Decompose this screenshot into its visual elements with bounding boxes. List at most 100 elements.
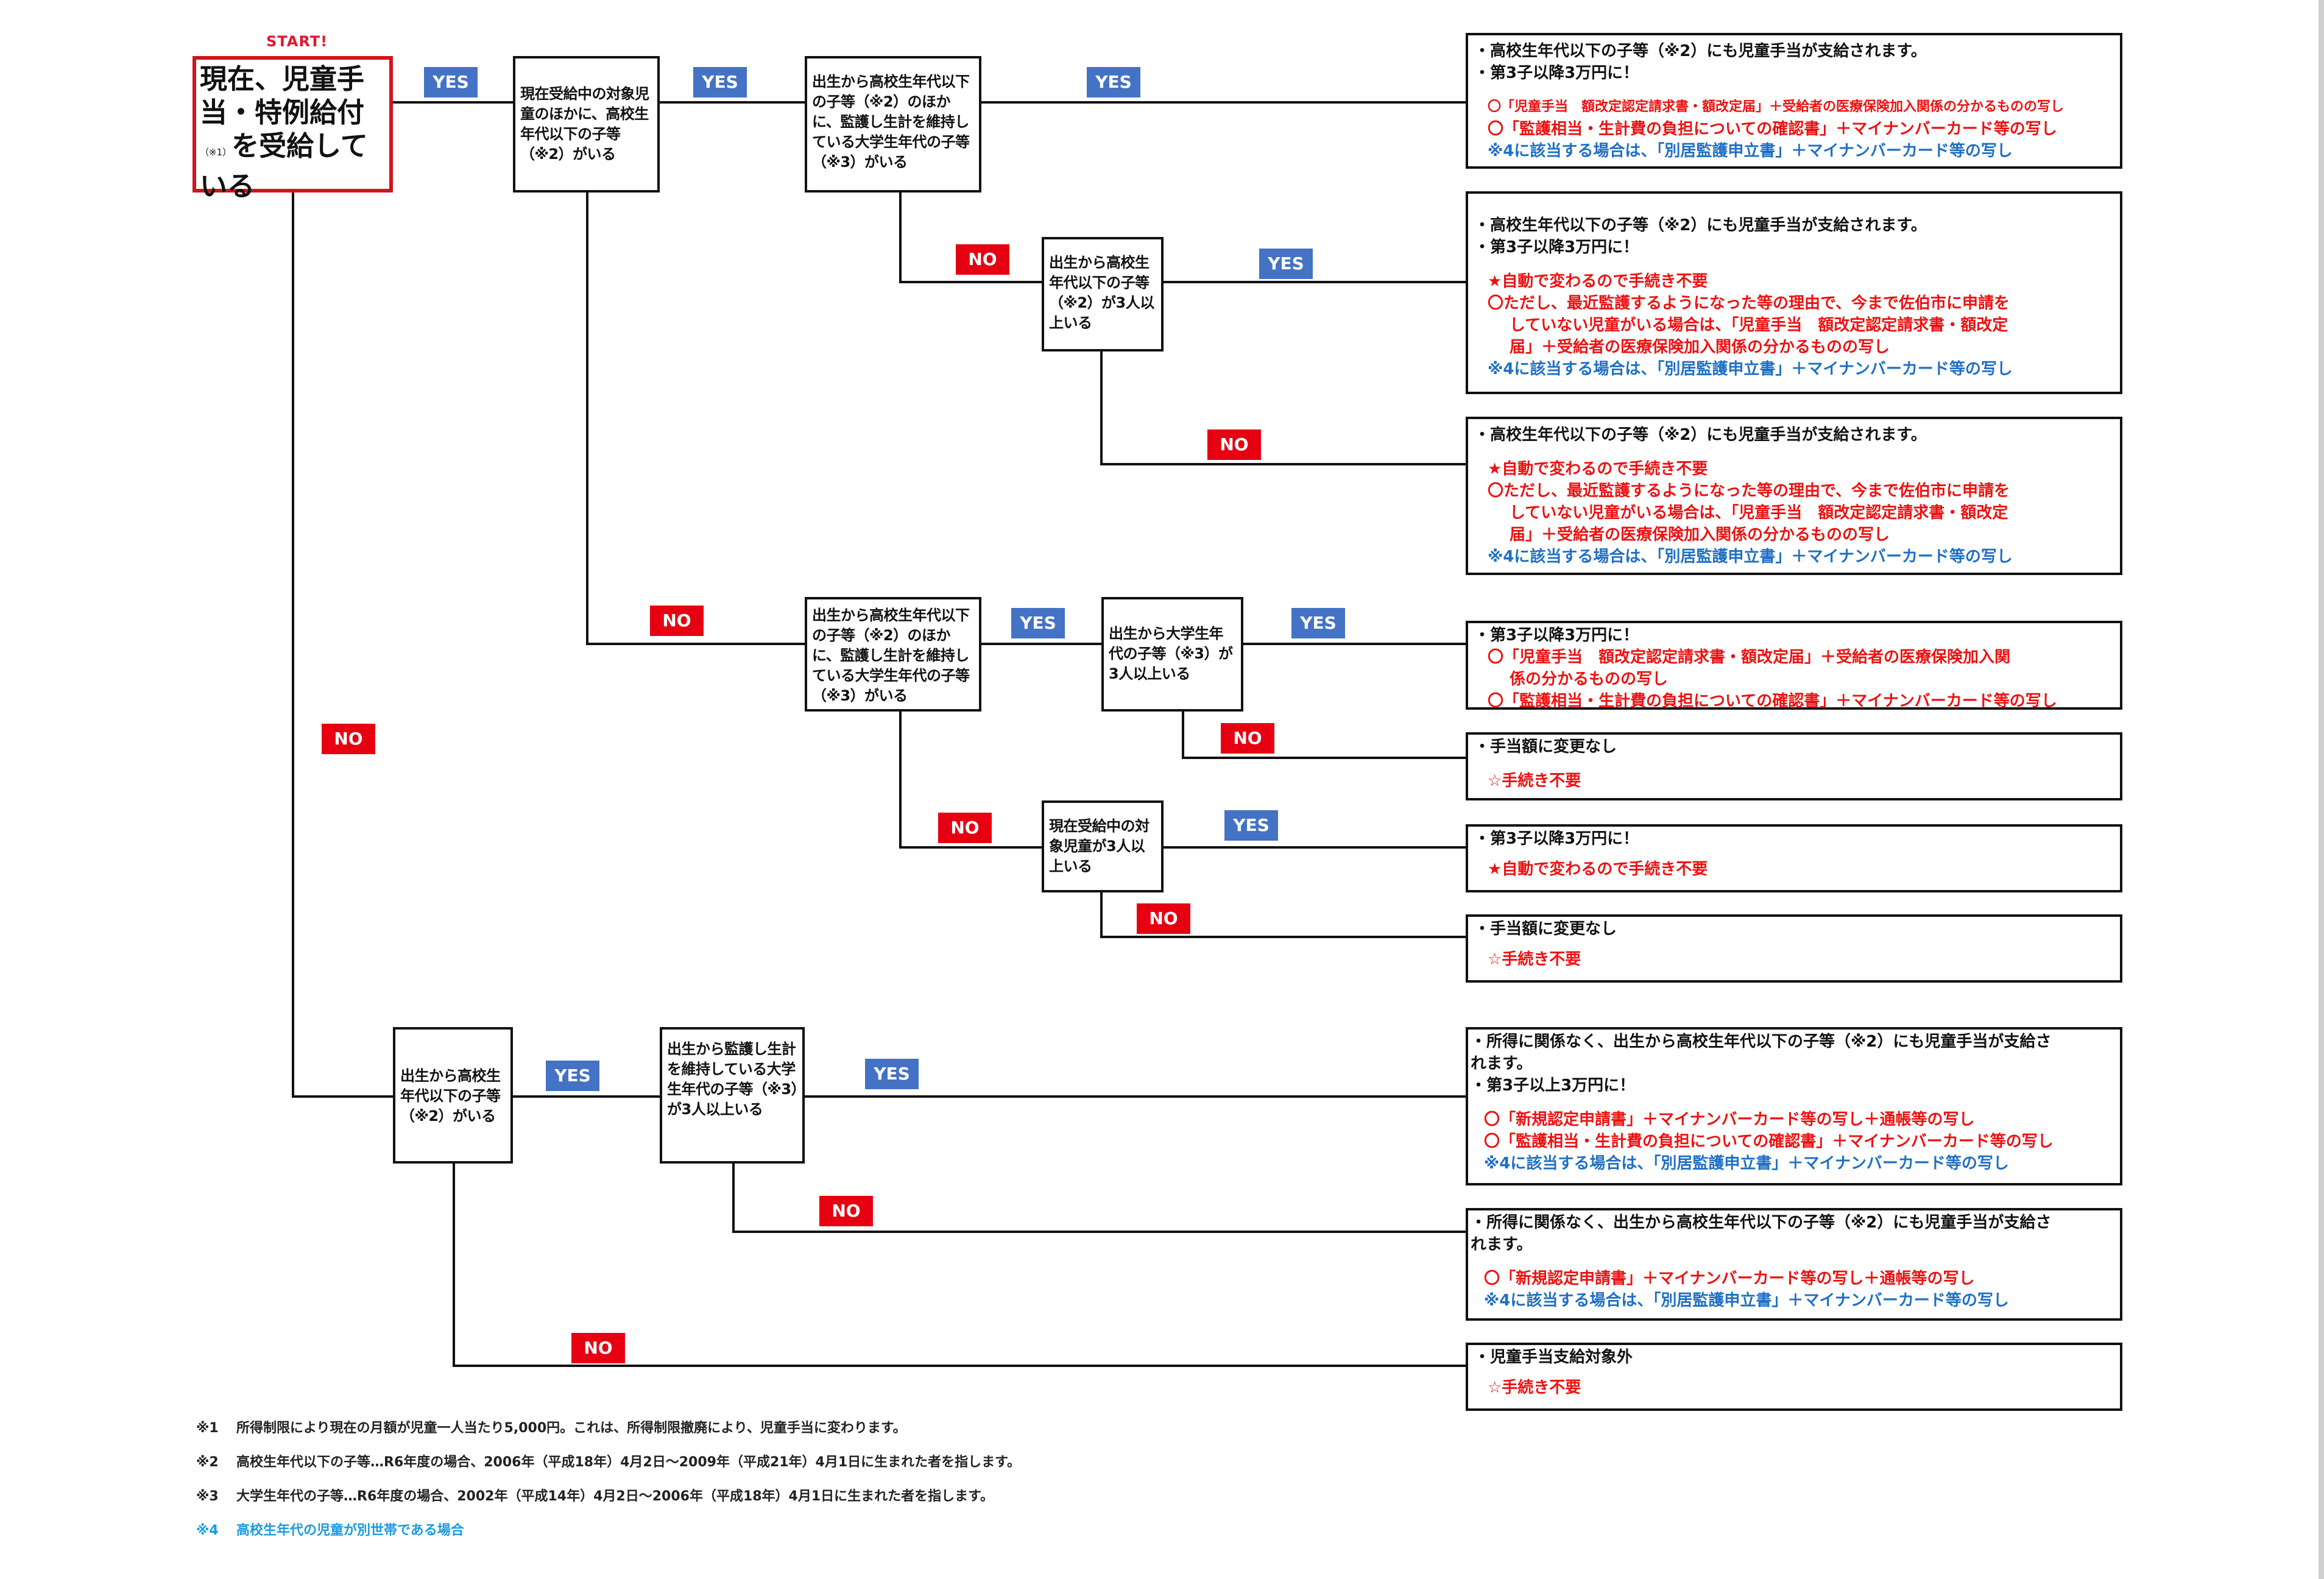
footnote-mark: ※3 xyxy=(196,1489,219,1504)
required-doc: していない児童がいる場合は、「児童手当 額改定認定請求書・額改定 xyxy=(1510,504,2008,522)
connector xyxy=(1100,936,1466,938)
yes-label: YES xyxy=(424,67,478,97)
required-doc: 〇「監護相当・生計費の負担についての確認書」＋マイナンバーカード等の写し xyxy=(1484,1132,2054,1151)
required-doc: 届」＋受給者の医療保険加入関係の分かるものの写し xyxy=(1510,338,1890,356)
yes-label: YES xyxy=(546,1061,599,1091)
result-box-9: ・所得に関係なく、出生から高校生年代以下の子等（※2）にも児童手当が支給さ れま… xyxy=(1466,1208,2122,1321)
result-line: れます。 xyxy=(1471,1054,1533,1073)
no-label: NO xyxy=(1137,903,1190,934)
connector xyxy=(292,193,294,1098)
result-box-8: ・所得に関係なく、出生から高校生年代以下の子等（※2）にも児童手当が支給さ れま… xyxy=(1466,1027,2122,1185)
decision-box-d[interactable]: 出生から高校生年代以下の子等（※2）が3人以上いる xyxy=(1042,237,1164,351)
result-line: ・手当額に変更なし xyxy=(1474,920,1617,938)
connector xyxy=(586,193,588,645)
connector xyxy=(899,193,902,282)
note-4: ※4に該当する場合は、「別居監護申立書」＋マイナンバーカード等の写し xyxy=(1484,1291,2009,1310)
decision-text: 現在受給中の対象児童のほかに、高校生年代以下の子等（※2）がいる xyxy=(520,85,649,163)
connector xyxy=(805,1095,1466,1098)
start-label: START! xyxy=(266,33,328,50)
decision-box-g[interactable]: 現在受給中の対象児童が3人以上いる xyxy=(1042,800,1164,892)
decision-text: 出生から高校生年代以下の子等（※2）のほかに、監護し生計を維持している大学生年代… xyxy=(812,73,970,171)
connector xyxy=(393,101,513,104)
no-label: NO xyxy=(956,244,1009,275)
required-doc: 届」＋受給者の医療保険加入関係の分かるものの写し xyxy=(1510,526,1890,544)
connector xyxy=(1182,712,1184,759)
footnote-text: 所得制限により現在の月額が児童一人当たり5,000円。これは、所得制限撤廃により… xyxy=(236,1421,906,1436)
no-label: NO xyxy=(322,724,375,754)
required-doc: 〇「児童手当 額改定認定請求書・額改定届」＋受給者の医療保険加入関 xyxy=(1488,648,2011,666)
result-box-7: ・手当額に変更なし ☆手続き不要 xyxy=(1466,914,2122,983)
no-procedure-note: ☆手続き不要 xyxy=(1488,772,1581,790)
connector xyxy=(899,281,1042,283)
result-line: ・高校生年代以下の子等（※2）にも児童手当が支給されます。 xyxy=(1474,426,1927,444)
decision-box-e[interactable]: 出生から高校生年代以下の子等（※2）のほかに、監護し生計を維持している大学生年代… xyxy=(805,597,981,712)
result-line: ・所得に関係なく、出生から高校生年代以下の子等（※2）にも児童手当が支給さ xyxy=(1471,1033,2052,1051)
decision-box-f[interactable]: 出生から大学生年代の子等（※3）が3人以上いる xyxy=(1101,597,1243,712)
result-box-10: ・児童手当支給対象外 ☆手続き不要 xyxy=(1466,1343,2122,1411)
result-line: ・第3子以降3万円に！ xyxy=(1474,64,1639,82)
required-doc: 〇ただし、最近監護するようになった等の理由で、今まで佐伯市に申請を xyxy=(1488,294,2010,313)
required-doc: していない児童がいる場合は、「児童手当 額改定認定請求書・額改定 xyxy=(1510,316,2008,334)
required-doc: 係の分かるものの写し xyxy=(1510,670,1669,688)
connector xyxy=(586,643,805,645)
page-edge xyxy=(2319,0,2324,1579)
required-doc: 〇「児童手当 額改定認定請求書・額改定届」＋受給者の医療保険加入関係の分かるもの… xyxy=(1488,99,2064,115)
footnote-text: 高校生年代の児童が別世帯である場合 xyxy=(236,1523,464,1538)
connector xyxy=(1182,757,1466,759)
result-line: ・所得に関係なく、出生から高校生年代以下の子等（※2）にも児童手当が支給さ xyxy=(1471,1213,2052,1232)
result-box-4: ・第3子以降3万円に！ 〇「児童手当 額改定認定請求書・額改定届」＋受給者の医療… xyxy=(1466,621,2122,710)
start-question: 現在、児童手当・特例給付 xyxy=(200,63,365,129)
required-doc: 〇「監護相当・生計費の負担についての確認書」＋マイナンバーカード等の写し xyxy=(1488,120,2057,138)
no-label: NO xyxy=(819,1196,873,1226)
footnote-mark: ※4 xyxy=(196,1523,219,1538)
decision-text: 出生から大学生年代の子等（※3）が3人以上いる xyxy=(1109,625,1233,682)
note-4: ※4に該当する場合は、「別居監護申立書」＋マイナンバーカード等の写し xyxy=(1488,142,2013,160)
footnote-1: ※1 所得制限により現在の月額が児童一人当たり5,000円。これは、所得制限撤廃に… xyxy=(196,1417,906,1436)
footnote-4: ※4 高校生年代の児童が別世帯である場合 xyxy=(196,1519,464,1539)
connector xyxy=(899,846,1042,849)
connector xyxy=(732,1231,1466,1233)
result-line: れます。 xyxy=(1471,1235,1533,1254)
footnote-mark: ※1 xyxy=(196,1421,219,1436)
result-line: ・第3子以降3万円に！ xyxy=(1474,830,1639,848)
note-4: ※4に該当する場合は、「別居監護申立書」＋マイナンバーカード等の写し xyxy=(1488,360,2013,378)
no-label: NO xyxy=(1221,723,1274,754)
decision-box-c[interactable]: 出生から高校生年代以下の子等（※2）のほかに、監護し生計を維持している大学生年代… xyxy=(805,56,981,193)
result-line: ・第3子以降3万円に！ xyxy=(1474,238,1639,256)
decision-box-h[interactable]: 出生から高校生年代以下の子等（※2）がいる xyxy=(393,1027,513,1164)
required-doc: 〇「新規認定申請書」＋マイナンバーカード等の写し＋通帳等の写し xyxy=(1484,1111,1975,1129)
no-procedure-note: ☆手続き不要 xyxy=(1488,1379,1581,1397)
connector xyxy=(513,1095,660,1098)
result-box-6: ・第3子以降3万円に！ ★自動で変わるので手続き不要 xyxy=(1466,824,2122,892)
decision-text: 現在受給中の対象児童が3人以上いる xyxy=(1049,818,1150,875)
yes-label: YES xyxy=(1011,608,1065,638)
connector xyxy=(899,712,902,848)
connector xyxy=(292,1095,393,1098)
connector xyxy=(1164,846,1466,849)
start-decision-box[interactable]: 現在、児童手当・特例給付（※1）を受給している xyxy=(192,56,393,202)
no-label: NO xyxy=(571,1333,625,1363)
result-line: ・第3子以降3万円に！ xyxy=(1474,626,1639,645)
required-doc: 〇ただし、最近監護するようになった等の理由で、今まで佐伯市に申請を xyxy=(1488,482,2010,500)
connector xyxy=(1164,281,1466,283)
connector xyxy=(1100,892,1103,938)
decision-box-i[interactable]: 出生から監護し生計を維持している大学生年代の子等（※3）が3人以上いる xyxy=(660,1027,805,1164)
result-box-2: ・高校生年代以下の子等（※2）にも児童手当が支給されます。 ・第3子以降3万円に… xyxy=(1466,191,2122,394)
decision-box-b[interactable]: 現在受給中の対象児童のほかに、高校生年代以下の子等（※2）がいる xyxy=(513,56,660,193)
required-doc: 〇「監護相当・生計費の負担についての確認書」＋マイナンバーカード等の写し xyxy=(1488,692,2057,710)
result-line: ・高校生年代以下の子等（※2）にも児童手当が支給されます。 xyxy=(1474,42,1927,60)
connector xyxy=(981,101,1466,104)
no-procedure-note: ★自動で変わるので手続き不要 xyxy=(1488,460,1708,478)
footnote-text: 高校生年代以下の子等…R6年度の場合、2006年（平成18年）4月2日～2009… xyxy=(236,1455,1020,1470)
decision-text: 出生から監護し生計を維持している大学生年代の子等（※3）が3人以上いる xyxy=(667,1040,799,1118)
no-procedure-note: ★自動で変わるので手続き不要 xyxy=(1488,272,1708,291)
decision-text: 出生から高校生年代以下の子等（※2）が3人以上いる xyxy=(1049,254,1154,331)
connector xyxy=(453,1164,455,1367)
no-label: NO xyxy=(650,606,704,636)
yes-label: YES xyxy=(1087,67,1140,97)
note-4: ※4に該当する場合は、「別居監護申立書」＋マイナンバーカード等の写し xyxy=(1484,1154,2009,1173)
decision-text: 出生から高校生年代以下の子等（※2）のほかに、監護し生計を維持している大学生年代… xyxy=(812,607,970,704)
connector xyxy=(1243,643,1466,645)
footnote-ref-1: （※1） xyxy=(200,147,232,158)
